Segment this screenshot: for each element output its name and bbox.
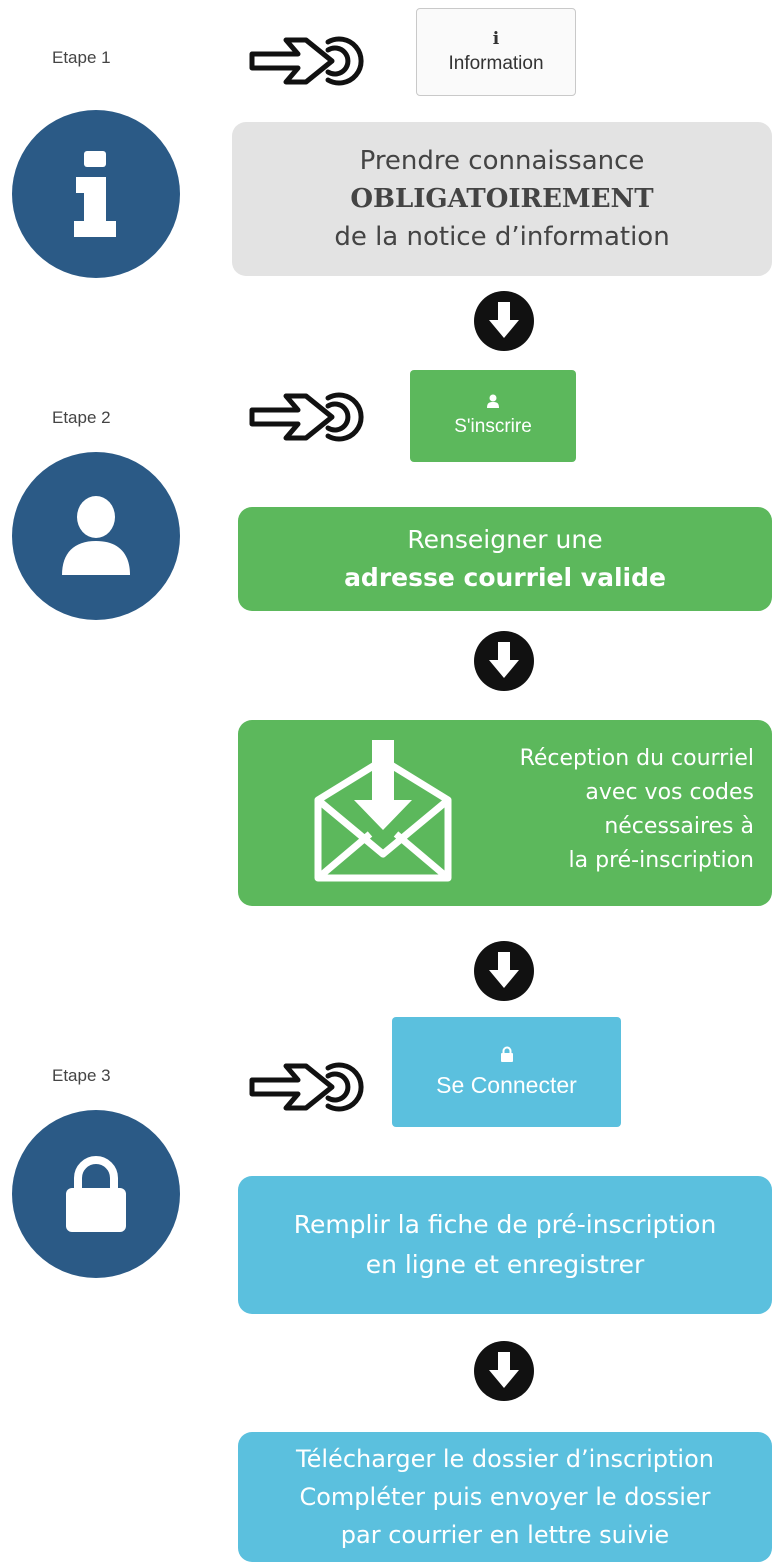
user-step-circle — [12, 452, 180, 620]
info-small-icon: i — [492, 29, 500, 49]
down-arrow-icon — [474, 631, 534, 691]
notice-line-3: de la notice d’information — [334, 222, 670, 252]
dossier-line-1: Télécharger le dossier d’inscription — [296, 1445, 714, 1473]
connecter-button[interactable]: Se Connecter — [392, 1017, 621, 1127]
lock-icon — [66, 1156, 126, 1232]
lock-step-circle — [12, 1110, 180, 1278]
fiche-line-2: en ligne et enregistrer — [365, 1250, 645, 1279]
reception-line-3: nécessaires à — [604, 814, 754, 839]
info-icon — [74, 151, 116, 237]
reception-line-1: Réception du courriel — [519, 746, 754, 771]
step-1-label: Etape 1 — [52, 48, 111, 67]
dossier-box: Télécharger le dossier d’inscription Com… — [238, 1432, 772, 1562]
inscrire-button-label: S'inscrire — [454, 416, 532, 437]
dossier-line-2: Compléter puis envoyer le dossier — [299, 1483, 711, 1511]
information-button[interactable]: i Information — [416, 8, 576, 96]
courriel-box: Renseigner une adresse courriel valide — [238, 507, 772, 611]
info-step-circle — [12, 110, 180, 278]
reception-line-4: la pré-inscription — [568, 848, 754, 873]
dossier-line-3: par courrier en lettre suivie — [340, 1521, 670, 1549]
fiche-box: Remplir la fiche de pré-inscription en l… — [238, 1176, 772, 1314]
reception-text: Réception du courriel avec vos codes néc… — [520, 742, 754, 878]
courriel-line-2: adresse courriel valide — [344, 563, 666, 592]
notice-line-2: OBLIGATOIREMENT — [350, 184, 654, 214]
lock-small-icon — [500, 1046, 513, 1062]
information-button-label: Information — [448, 53, 544, 74]
notice-line-1: Prendre connaissance — [359, 146, 645, 176]
user-icon — [62, 496, 130, 575]
step-2-label: Etape 2 — [52, 408, 111, 427]
reception-box: Réception du courriel avec vos codes néc… — [238, 720, 772, 906]
notice-box: Prendre connaissance OBLIGATOIREMENT de … — [232, 122, 772, 276]
down-arrow-icon — [474, 1341, 534, 1401]
pointing-hand-icon — [249, 36, 364, 86]
inscrire-button[interactable]: S'inscrire — [410, 370, 576, 462]
user-small-icon — [487, 394, 499, 408]
connecter-button-label: Se Connecter — [436, 1071, 577, 1098]
step-3-label: Etape 3 — [52, 1066, 111, 1085]
reception-line-2: avec vos codes — [585, 780, 754, 805]
pointing-hand-icon — [249, 1062, 364, 1112]
courriel-line-1: Renseigner une — [407, 525, 603, 554]
down-arrow-icon — [474, 941, 534, 1001]
fiche-line-1: Remplir la fiche de pré-inscription — [293, 1210, 717, 1239]
envelope-download-icon — [314, 740, 452, 882]
down-arrow-icon — [474, 291, 534, 351]
pointing-hand-icon — [249, 392, 364, 442]
